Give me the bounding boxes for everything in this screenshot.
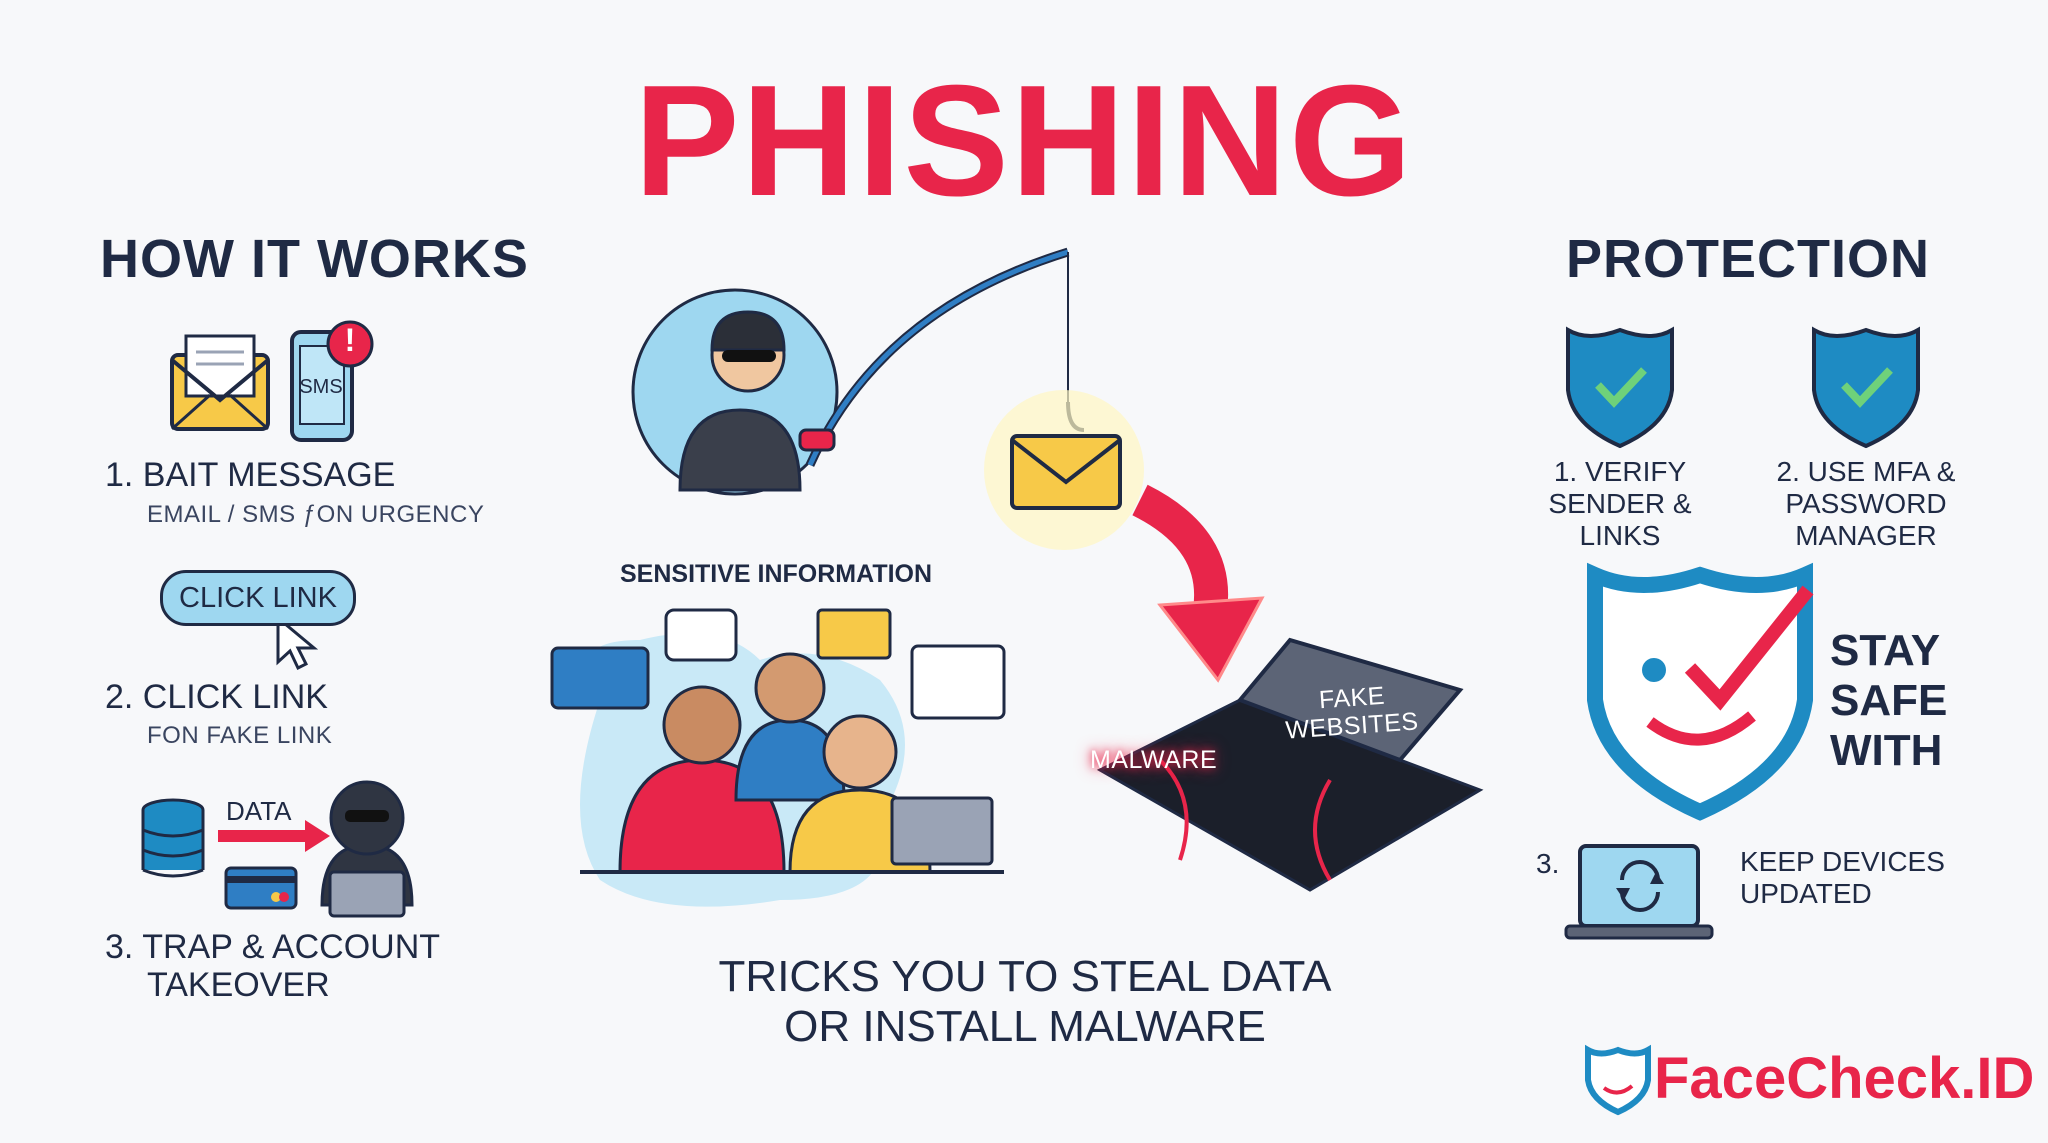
step3-title-line2: TAKEOVER bbox=[147, 966, 330, 1004]
step3-title-line1: 3. TRAP & ACCOUNT bbox=[105, 928, 441, 966]
envelope-icon bbox=[170, 334, 270, 431]
protection-item2-line2: PASSWORD bbox=[1785, 488, 1947, 519]
database-icon bbox=[141, 798, 205, 878]
click-link-pill: CLICK LINK bbox=[160, 570, 356, 626]
sms-label: SMS bbox=[299, 376, 343, 398]
logo-shield-icon bbox=[1585, 1044, 1651, 1116]
malware-label: MALWARE bbox=[1090, 746, 1218, 774]
fishing-rod-icon bbox=[798, 247, 1085, 467]
protection-heading: PROTECTION bbox=[1566, 229, 1931, 289]
how-it-works-heading: HOW IT WORKS bbox=[100, 229, 529, 289]
step2-subtitle: FON FAKE LINK bbox=[147, 722, 333, 749]
thief-illustration bbox=[631, 288, 839, 496]
hacker-icon bbox=[320, 780, 414, 918]
stay-line2: SAFE bbox=[1830, 676, 1948, 725]
cursor-icon bbox=[276, 614, 319, 671]
step1-title: 1. BAIT MESSAGE bbox=[105, 456, 396, 494]
protection-item3-number: 3. bbox=[1536, 848, 1560, 879]
stay-line1: STAY bbox=[1830, 626, 1941, 675]
alert-mark: ! bbox=[344, 322, 356, 358]
laptop-update-icon bbox=[1564, 844, 1714, 940]
trapdoor-laptop-icon bbox=[1096, 637, 1484, 892]
protection-item2-line3: MANAGER bbox=[1795, 520, 1937, 551]
protection-item3-line2: UPDATED bbox=[1740, 878, 1872, 909]
people-group-illustration bbox=[550, 608, 1006, 907]
protection-item1-line2: SENDER & bbox=[1548, 488, 1692, 519]
tagline-line2: OR INSTALL MALWARE bbox=[784, 1002, 1266, 1051]
protection-item2-line1: 2. USE MFA & bbox=[1776, 456, 1956, 487]
bait-envelope-icon bbox=[984, 390, 1144, 550]
protection-item1-line3: LINKS bbox=[1579, 520, 1661, 551]
shield-check-icon bbox=[1566, 326, 1674, 449]
step2-title: 2. CLICK LINK bbox=[105, 678, 328, 716]
tagline-line1: TRICKS YOU TO STEAL DATA bbox=[718, 952, 1332, 1001]
page-title: PHISHING bbox=[634, 53, 1414, 229]
big-shield-smile-icon bbox=[1587, 562, 1814, 821]
data-arrow-icon bbox=[218, 820, 330, 852]
alert-badge-icon bbox=[326, 320, 374, 368]
shield-check-icon bbox=[1812, 326, 1920, 449]
protection-item3-line1: KEEP DEVICES bbox=[1740, 846, 1945, 877]
facecheck-logo: FaceCheck.ID bbox=[1654, 1046, 2035, 1111]
credit-card-icon bbox=[224, 866, 298, 910]
red-arrow-icon bbox=[1132, 484, 1265, 683]
data-label: DATA bbox=[226, 796, 292, 826]
step1-subtitle: EMAIL / SMS ƒON URGENCY bbox=[147, 501, 485, 528]
stay-line3: WITH bbox=[1830, 726, 1943, 775]
sensitive-information-label: SENSITIVE INFORMATION bbox=[620, 560, 933, 588]
protection-item1-line1: 1. VERIFY bbox=[1553, 456, 1687, 487]
